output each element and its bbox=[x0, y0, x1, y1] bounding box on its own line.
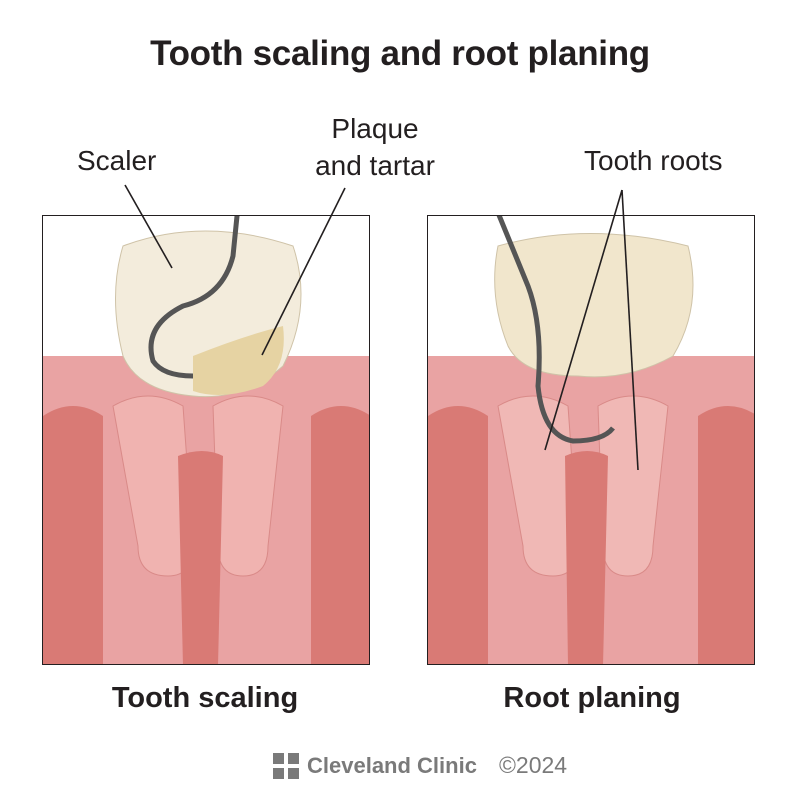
tooth-crown bbox=[494, 233, 694, 378]
scaler-instrument bbox=[148, 216, 240, 379]
plaque-label-line1: Plaque bbox=[331, 113, 419, 144]
plaque-label: Plaque and tartar bbox=[305, 110, 445, 184]
tooth-scaling-illustration bbox=[42, 215, 370, 665]
footer: Cleveland Clinic ©2024 bbox=[273, 752, 567, 779]
brand-name: Cleveland Clinic bbox=[307, 752, 477, 778]
root-planing-illustration bbox=[427, 215, 755, 665]
tartar bbox=[193, 326, 284, 395]
copyright: ©2024 bbox=[498, 752, 568, 778]
bone bbox=[178, 451, 223, 664]
root-planing-caption: Root planing bbox=[503, 682, 681, 714]
page-title: Tooth scaling and root planing bbox=[150, 34, 650, 73]
tooth-root bbox=[212, 395, 284, 577]
bone bbox=[565, 451, 608, 664]
cleveland-clinic-logo-icon bbox=[273, 752, 299, 779]
scaler-label: Scaler bbox=[77, 145, 157, 176]
bone bbox=[43, 406, 369, 664]
tooth-roots-label: Tooth roots bbox=[584, 145, 723, 176]
tooth-scaling-caption: Tooth scaling bbox=[111, 682, 299, 714]
bone bbox=[428, 406, 754, 664]
plaque-label-line2: and tartar bbox=[315, 150, 435, 181]
